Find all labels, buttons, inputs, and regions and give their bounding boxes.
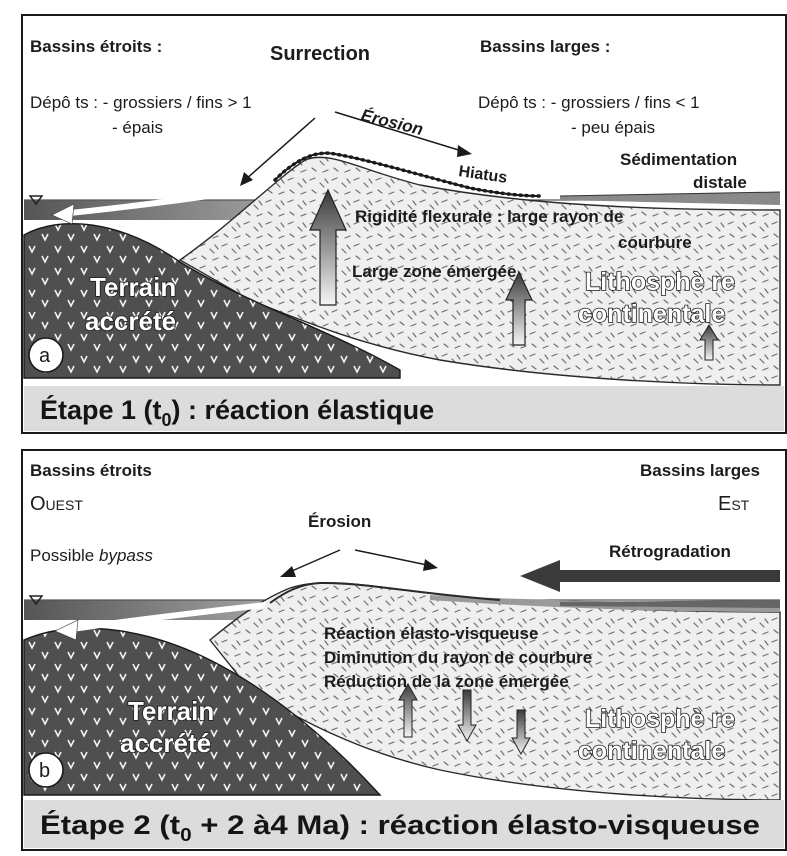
a-letter: a (39, 345, 51, 367)
b-left-heading: Bassins étroits (30, 461, 152, 480)
b-west: Ouest (30, 493, 83, 515)
a-left-heading: Bassins étroits : (30, 37, 162, 56)
a-litho-2: continentale (578, 300, 725, 328)
a-right-heading: Bassins larges : (480, 37, 610, 56)
a-left-deposits-2: - épais (112, 118, 163, 137)
b-reaction-3: Réduction de la zone émergée (324, 672, 569, 691)
b-reaction-2: Diminution du rayon de courbure (324, 648, 592, 667)
b-stage-sub: 0 (180, 825, 192, 845)
b-terrain-1: Terrain (128, 696, 214, 726)
a-terrain-1: Terrain (90, 272, 176, 302)
a-stage-prefix: Étape 1 (t (40, 394, 162, 425)
a-rigidity-2: courbure (618, 233, 692, 252)
b-bypass-italic: bypass (99, 546, 153, 565)
panel-b: Bassins étroits Ouest Bassins larges Est… (22, 450, 786, 850)
b-right-heading: Bassins larges (640, 461, 760, 480)
b-retro-label: Rétrogradation (609, 542, 731, 561)
a-terrain-2: accrété (85, 306, 176, 336)
b-letter: b (39, 760, 50, 782)
b-east: Est (718, 493, 750, 515)
a-stage-sub: 0 (162, 410, 172, 430)
b-bypass-prefix: Possible (30, 546, 99, 565)
a-stage-caption: Étape 1 (t0) : réaction élastique (40, 394, 434, 430)
b-stage-prefix: Étape 2 (t (40, 809, 180, 840)
b-reaction-1: Réaction élasto-visqueuse (324, 624, 538, 643)
a-title: Surrection (270, 43, 370, 65)
b-litho-2: continentale (578, 737, 725, 765)
a-emerged-zone: Large zone émergée (352, 262, 516, 281)
b-erosion-label: Érosion (308, 512, 371, 531)
a-distal-2: distale (693, 173, 747, 192)
a-left-deposits-1: Dépô ts : - grossiers / fins > 1 (30, 93, 252, 112)
a-right-deposits-2: - peu épais (571, 118, 655, 137)
a-rigidity-1: Rigidité flexurale : large rayon de (355, 207, 623, 226)
panel-a: Bassins étroits : Surrection Bassins lar… (22, 15, 786, 433)
b-bypass: Possible bypass (30, 546, 153, 565)
b-stage-suffix: + 2 à4 Ma) : réaction élasto-visqueuse (192, 810, 760, 840)
b-litho-1: Lithosphè re (585, 705, 735, 733)
a-right-deposits-1: Dépô ts : - grossiers / fins < 1 (478, 93, 700, 112)
a-distal-1: Sédimentation (620, 150, 737, 169)
a-litho-1: Lithosphè re (585, 268, 735, 296)
b-terrain-2: accrété (120, 728, 211, 758)
a-stage-suffix: ) : réaction élastique (172, 395, 435, 425)
